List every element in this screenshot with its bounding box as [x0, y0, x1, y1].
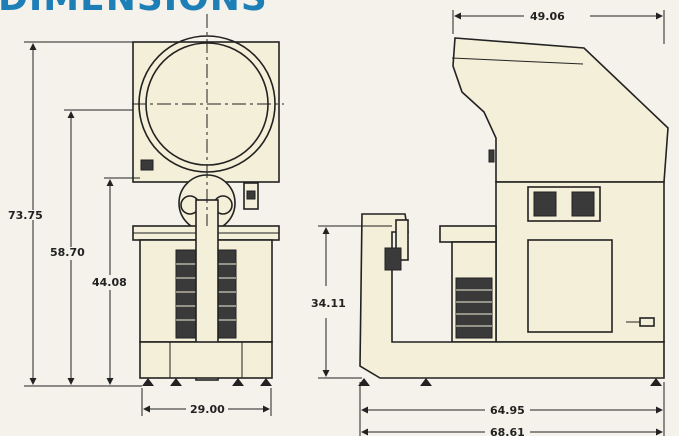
front-feet — [142, 378, 272, 386]
side-stage — [439, 225, 497, 243]
dim-side-overall-length: 68.61 — [490, 426, 525, 436]
side-access-panel — [527, 239, 613, 333]
front-side-button — [246, 190, 256, 200]
side-control-left — [533, 191, 557, 217]
dim-front-base-width: 29.00 — [190, 403, 225, 416]
front-screen-housing — [132, 41, 280, 183]
front-dimensions: 73.75 58.70 44.08 29.00 — [8, 41, 272, 416]
side-lens — [384, 247, 402, 271]
dim-side-table-height: 34.11 — [311, 297, 346, 310]
dim-side-top-width: 49.06 — [530, 10, 565, 23]
page-title: DIMENSIONS — [0, 0, 268, 19]
side-bellows — [455, 277, 493, 339]
dim-front-mid-height: 58.70 — [50, 246, 85, 259]
side-control-panel — [527, 186, 601, 222]
side-view — [358, 37, 669, 386]
side-hood — [452, 37, 669, 183]
front-view — [132, 14, 284, 386]
side-control-right — [571, 191, 595, 217]
side-hood-knob — [488, 149, 495, 163]
dim-front-table-height: 44.08 — [92, 276, 127, 289]
front-base — [139, 341, 273, 379]
dim-side-base-length: 64.95 — [490, 404, 525, 417]
front-indicator — [140, 159, 154, 171]
side-dimensions: 49.06 34.11 64.95 68.61 — [311, 10, 665, 436]
dim-front-total-height: 73.75 — [8, 209, 43, 222]
